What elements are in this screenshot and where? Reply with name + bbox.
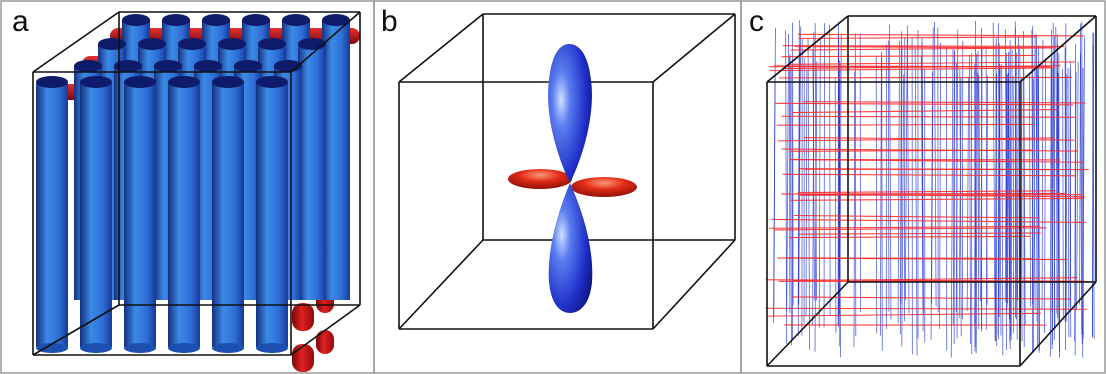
panel-label-b: b xyxy=(381,5,398,38)
blue-rod xyxy=(124,82,156,348)
blue-fibre xyxy=(1050,59,1051,356)
blue-rod-bottom xyxy=(168,343,200,353)
blue-rod-top xyxy=(258,38,286,50)
blue-fibre xyxy=(793,23,794,306)
blue-rod-top xyxy=(282,14,310,26)
blue-fibre xyxy=(1077,62,1079,310)
panel-b: b xyxy=(381,5,735,329)
blue-fibre xyxy=(1029,73,1030,307)
blue-fibre xyxy=(806,70,807,315)
blue-rod-top xyxy=(122,14,150,26)
blue-rod-top xyxy=(218,38,246,50)
blue-rod-top xyxy=(74,60,102,72)
blue-rod-bottom xyxy=(256,343,288,353)
blue-fibre xyxy=(790,54,791,345)
blue-fibre xyxy=(979,75,981,301)
blue-fibre xyxy=(787,34,789,311)
red-fibre xyxy=(794,216,1040,218)
orientation-lobes xyxy=(508,44,637,313)
red-fibre xyxy=(781,55,1034,56)
blue-rod xyxy=(168,82,200,348)
blue-fibre xyxy=(922,43,923,331)
blue-fibre xyxy=(934,22,936,306)
panel-c: c xyxy=(749,5,1096,366)
blue-rod-top xyxy=(298,38,326,50)
blue-rod-top xyxy=(194,60,222,72)
blue-rod-bottom xyxy=(212,343,244,353)
blue-fibre xyxy=(940,43,941,329)
blue-fibre xyxy=(1093,45,1094,339)
red-rod-end xyxy=(292,344,314,372)
cube-b-edge xyxy=(399,14,483,82)
blue-rod-top xyxy=(242,14,270,26)
blue-rod-top xyxy=(168,76,200,88)
red-rod-end xyxy=(292,303,314,331)
cube-b-edge xyxy=(653,240,735,329)
blue-fibre xyxy=(1080,23,1081,304)
red-fibre xyxy=(803,102,1085,103)
blue-rod xyxy=(212,82,244,348)
red-rod-end xyxy=(316,330,334,354)
cube-b-edge xyxy=(653,14,735,82)
blue-rod-top xyxy=(256,76,288,88)
blue-rod-top xyxy=(138,38,166,50)
blue-lobe-bottom xyxy=(549,183,593,313)
cube-c-edge xyxy=(1020,282,1096,366)
blue-rod-top xyxy=(234,60,262,72)
red-fibre xyxy=(798,191,1056,193)
panel-label-a: a xyxy=(12,5,29,38)
red-fibre xyxy=(777,124,1035,125)
blue-rod xyxy=(322,20,350,300)
blue-rod-top xyxy=(212,76,244,88)
blue-fibre xyxy=(1042,40,1043,309)
blue-rod-top xyxy=(154,60,182,72)
blue-rod-top xyxy=(124,76,156,88)
blue-rod-top xyxy=(162,14,190,26)
cube-c-edge xyxy=(767,16,848,82)
blue-rod-bottom xyxy=(124,343,156,353)
red-lobe-left xyxy=(508,169,572,189)
red-fibre xyxy=(799,37,1037,39)
blue-fibre xyxy=(854,71,855,347)
red-fibre xyxy=(791,198,1084,200)
red-fibre xyxy=(775,103,1073,105)
blue-rod xyxy=(256,82,288,348)
blue-fibre xyxy=(774,28,776,323)
blue-rod xyxy=(298,44,326,300)
blue-fibre xyxy=(1002,64,1003,355)
red-fibre xyxy=(781,193,1065,194)
blue-fibre xyxy=(1018,37,1019,301)
cube-b-edge xyxy=(399,240,483,329)
blue-fibre xyxy=(1068,68,1069,337)
blue-rod xyxy=(36,82,68,348)
blue-rod-bottom xyxy=(80,343,112,353)
blue-fibre xyxy=(993,23,995,341)
red-lobe-right xyxy=(571,177,637,197)
panel-label-c: c xyxy=(749,5,764,38)
blue-fibre xyxy=(915,49,917,355)
blue-rod-top xyxy=(98,38,126,50)
blue-fibre xyxy=(951,49,953,358)
blue-fibre xyxy=(954,50,955,344)
blue-rod-top xyxy=(202,14,230,26)
blue-rod-top xyxy=(80,76,112,88)
blue-lobe-top xyxy=(548,44,592,183)
blue-fibre xyxy=(855,33,856,336)
blue-fibres xyxy=(774,20,1095,358)
blue-rod-top xyxy=(178,38,206,50)
blue-rod-top xyxy=(36,76,68,88)
panel-a: a xyxy=(12,5,360,372)
blue-rod xyxy=(80,82,112,348)
